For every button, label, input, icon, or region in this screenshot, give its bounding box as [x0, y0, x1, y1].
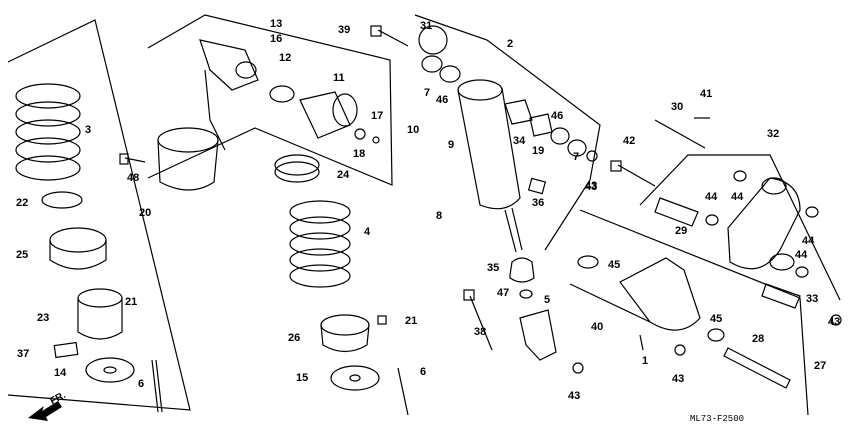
- callout-10: 10: [407, 124, 420, 136]
- callout-6-b: 6: [420, 366, 427, 378]
- callout-2: 2: [507, 38, 514, 50]
- bladder-11: [299, 91, 351, 139]
- callout-5: 5: [544, 294, 551, 306]
- callout-20: 20: [139, 207, 152, 219]
- callout-25: 25: [16, 249, 29, 261]
- callout-38: 38: [474, 326, 487, 338]
- callout-44-a: 44: [731, 191, 744, 203]
- frame-linkage-arm-group: [639, 154, 841, 301]
- callout-47: 47: [497, 287, 510, 299]
- callout-14: 14: [54, 367, 67, 379]
- callout-4: 4: [364, 226, 371, 238]
- frame-damper-group: [414, 14, 601, 251]
- spring-3: [15, 83, 81, 181]
- callout-3: 3: [85, 124, 92, 136]
- callout-26: 26: [288, 332, 301, 344]
- callout-43-c: 43: [672, 373, 685, 385]
- callout-7-a: 7: [424, 87, 431, 99]
- callout-22: 22: [16, 197, 29, 209]
- callout-40: 40: [591, 321, 604, 333]
- callout-23: 23: [37, 312, 50, 324]
- callout-48: 48: [127, 172, 140, 184]
- callout-37: 37: [17, 348, 30, 360]
- reservoir: [157, 39, 259, 191]
- callout-29: 29: [675, 225, 688, 237]
- callout-41: 41: [700, 88, 713, 100]
- callout-16: 16: [270, 33, 283, 45]
- callout-19: 19: [532, 145, 545, 157]
- diagram-code: ML73-F2500: [690, 414, 745, 424]
- callout-45-a: 45: [608, 259, 621, 271]
- callout-28: 28: [752, 333, 765, 345]
- frame-spring-group: [7, 19, 191, 411]
- callout-7-b: 7: [573, 151, 580, 163]
- callout-43-b: 43: [568, 390, 581, 402]
- callout-13: 13: [270, 18, 283, 30]
- callout-24: 24: [337, 169, 350, 181]
- callout-33: 33: [806, 293, 819, 305]
- callout-44-d: 44: [795, 249, 808, 261]
- shock-damper-9: [457, 79, 523, 253]
- callout-11: 11: [333, 72, 345, 84]
- callout-31: 31: [420, 20, 433, 32]
- callout-36: 36: [532, 197, 545, 209]
- callout-9: 9: [448, 139, 455, 151]
- callout-43-e: 43: [585, 181, 598, 193]
- linkage-arm-32: [727, 177, 801, 271]
- callout-44-c: 44: [802, 235, 815, 247]
- callout-34: 34: [513, 135, 526, 147]
- callout-35: 35: [487, 262, 500, 274]
- callout-32: 32: [767, 128, 780, 140]
- callout-45-b: 45: [710, 313, 723, 325]
- callout-44-b: 44: [705, 191, 718, 203]
- callout-42: 42: [623, 135, 636, 147]
- callout-43-a: 43: [585, 180, 598, 192]
- callout-8: 8: [436, 210, 443, 222]
- callout-17: 17: [371, 110, 384, 122]
- callout-21-b: 21: [405, 315, 418, 327]
- callout-46-a: 46: [436, 94, 449, 106]
- callout-46-b: 46: [551, 110, 564, 122]
- callout-27: 27: [814, 360, 827, 372]
- callout-43-d: 43: [828, 316, 841, 328]
- front-arrow-icon: [28, 401, 62, 421]
- callout-18: 18: [353, 148, 366, 160]
- frame-link-group: [579, 209, 809, 416]
- callout-30: 30: [671, 101, 684, 113]
- spring-4: [289, 200, 351, 288]
- callout-21-a: 21: [125, 296, 138, 308]
- callout-39: 39: [338, 24, 351, 36]
- callout-1: 1: [642, 355, 649, 367]
- callout-12: 12: [279, 52, 292, 64]
- seat-22: [41, 191, 83, 209]
- o-ring-12: [269, 85, 295, 103]
- callout-15: 15: [296, 372, 309, 384]
- callout-6-a: 6: [138, 378, 145, 390]
- frame-reservoir-group: [147, 14, 393, 186]
